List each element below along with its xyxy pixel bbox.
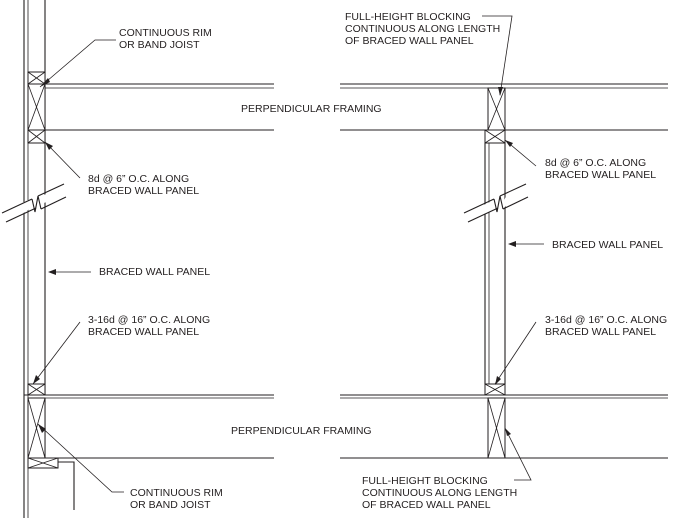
- left-foundation: [58, 461, 75, 510]
- left-nail-bottom-label: 3-16d @ 16” O.C. ALONG BRACED WALL PANEL: [88, 314, 213, 338]
- right-panel-label: BRACED WALL PANEL: [552, 239, 663, 251]
- leader-bottom-rim: [37, 423, 124, 493]
- leader-right-nail-bottom: [494, 321, 537, 385]
- left-top-rim-label: CONTINUOUS RIM OR BAND JOIST: [119, 27, 215, 51]
- left-bottom-framing-label: PERPENDICULAR FRAMING: [231, 425, 372, 437]
- left-top-framing-label: PERPENDICULAR FRAMING: [241, 103, 382, 115]
- right-top-blocking-label: FULL-HEIGHT BLOCKING CONTINUOUS ALONG LE…: [345, 11, 503, 47]
- right-nail-top-label: 8d @ 6” O.C. ALONG BRACED WALL PANEL: [545, 157, 656, 181]
- leader-top-blocking: [482, 15, 513, 96]
- right-detail: FULL-HEIGHT BLOCKING CONTINUOUS ALONG LE…: [340, 11, 670, 511]
- left-detail: CONTINUOUS RIM OR BAND JOIST PERPENDICUL…: [1, 0, 382, 518]
- right-nail-bottom-label: 3-16d @ 16” O.C. ALONG BRACED WALL PANEL: [545, 314, 670, 338]
- right-break-symbol: [463, 183, 529, 223]
- right-bottom-blocking-label: FULL-HEIGHT BLOCKING CONTINUOUS ALONG LE…: [362, 475, 520, 511]
- leader-nail-bottom: [32, 321, 81, 385]
- leader-bottom-blocking: [504, 427, 532, 481]
- leader-top-rim: [39, 39, 116, 88]
- left-bottom-rim-label: CONTINUOUS RIM OR BAND JOIST: [130, 487, 226, 511]
- left-panel-label: BRACED WALL PANEL: [99, 266, 210, 278]
- left-break-symbol: [1, 183, 67, 223]
- left-nail-top-label: 8d @ 6” O.C. ALONG BRACED WALL PANEL: [88, 173, 199, 197]
